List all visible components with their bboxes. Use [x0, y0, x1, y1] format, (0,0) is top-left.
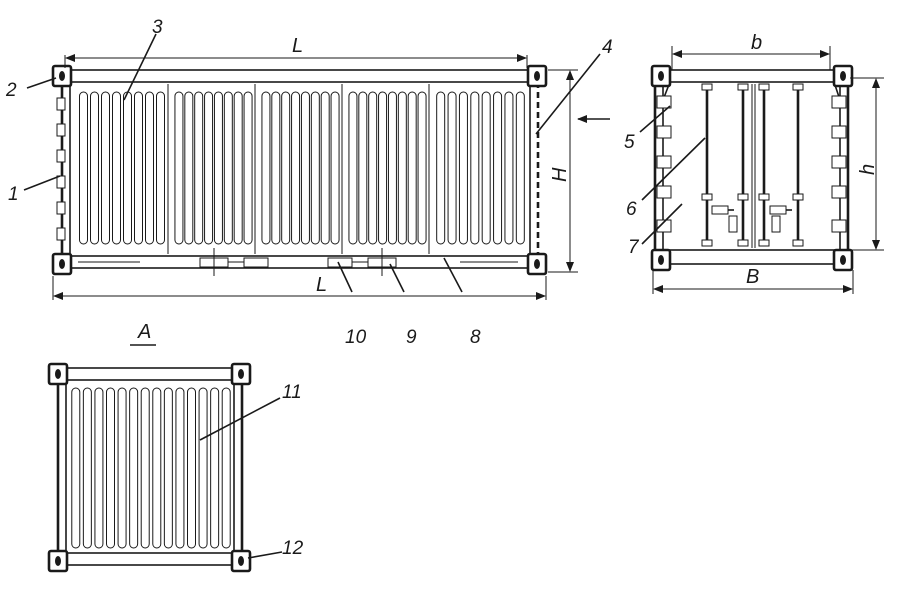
dimension-label-L-bottom: L — [316, 274, 327, 296]
callout-10: 10 — [345, 327, 367, 348]
bottom-fittings — [78, 248, 518, 276]
end-view: b h B — [650, 32, 884, 294]
roof-corrugation-slot — [82, 387, 92, 549]
callout-8: 8 — [470, 327, 481, 348]
side-corrugation-slot — [123, 91, 132, 245]
side-corrugation-slot — [174, 91, 184, 245]
side-corrugation-slot — [358, 91, 368, 245]
side-corrugation-slot — [281, 91, 291, 245]
side-corrugation-slot — [436, 91, 446, 245]
roof-corrugation-slot — [94, 387, 104, 549]
roof-corrugation-slot — [163, 387, 173, 549]
callout-12: 12 — [282, 538, 304, 559]
side-corrugation-slot — [348, 91, 358, 245]
side-corrugation-slot — [213, 91, 223, 245]
roof-corrugation-slot — [117, 387, 127, 549]
side-view: L L H — [51, 35, 610, 300]
side-corrugation-slot — [310, 91, 320, 245]
side-corrugation-slot — [330, 91, 340, 245]
side-corrugation-slot — [101, 91, 110, 245]
callout-5: 5 — [624, 132, 635, 153]
left-hinges — [56, 97, 66, 241]
callout-11: 11 — [282, 382, 302, 403]
side-corrugation-slot — [368, 91, 378, 245]
end-hinges — [656, 95, 847, 233]
side-corrugation-slot — [145, 91, 154, 245]
side-corrugation-slot — [300, 91, 310, 245]
view-label-a: A — [137, 321, 151, 343]
side-corrugation-slot — [515, 91, 525, 245]
side-corrugation-slot — [271, 91, 281, 245]
end-corner-castings — [650, 64, 854, 272]
callout-1: 1 — [8, 184, 19, 205]
side-corrugation-slot — [243, 91, 253, 245]
roof-corrugation-slot — [221, 387, 231, 549]
roof-corrugations — [71, 387, 231, 549]
side-corrugation-slot — [447, 91, 457, 245]
roof-corrugation-slot — [175, 387, 185, 549]
side-corrugation-slot — [387, 91, 397, 245]
side-corrugation-slot — [493, 91, 503, 245]
side-corrugation-slot — [112, 91, 121, 245]
side-corrugation-slot — [204, 91, 214, 245]
side-corner-castings — [51, 64, 548, 276]
view-a-roof: A — [47, 321, 252, 573]
side-corrugation-slot — [184, 91, 194, 245]
side-corrugation-slot — [378, 91, 388, 245]
callout-7: 7 — [628, 237, 640, 258]
dimension-label-B: B — [746, 266, 759, 288]
roof-corrugation-slot — [187, 387, 196, 549]
side-corrugation-slot — [134, 91, 143, 245]
side-corrugation-slot — [291, 91, 301, 245]
roof-corrugation-slot — [129, 387, 139, 549]
side-corrugation-slot — [407, 91, 417, 245]
side-corrugation-slot — [194, 91, 204, 245]
side-corrugation-slot — [223, 91, 233, 245]
side-corrugation-slot — [417, 91, 427, 245]
side-corrugation-slot — [470, 91, 480, 245]
dimension-label-h: h — [857, 164, 879, 175]
roof-corrugation-slot — [140, 387, 150, 549]
callout-numbers: 2 1 3 4 5 6 7 8 9 10 11 12 — [5, 17, 640, 559]
roof-corrugation-slot — [152, 387, 162, 549]
callout-6: 6 — [626, 199, 637, 220]
side-corrugation-slot — [320, 91, 330, 245]
side-corrugation-slot — [458, 91, 468, 245]
roof-corrugation-slot — [71, 387, 81, 549]
callout-4: 4 — [602, 37, 613, 58]
callout-9: 9 — [406, 327, 417, 348]
side-corrugation-slot — [481, 91, 491, 245]
roof-corrugation-slot — [106, 387, 115, 549]
locking-bars — [701, 83, 804, 248]
callout-3: 3 — [152, 17, 163, 38]
top-rail — [59, 69, 541, 83]
side-corrugation-slot — [156, 91, 165, 245]
dimension-label-b: b — [751, 32, 762, 54]
dimension-label-L-top: L — [292, 35, 303, 57]
callout-2: 2 — [5, 80, 17, 101]
side-corrugation-slot — [504, 91, 514, 245]
side-corrugation-slot — [261, 91, 271, 245]
side-corrugations — [79, 91, 525, 245]
roof-corner-castings — [47, 362, 252, 573]
side-corrugation-slot — [90, 91, 99, 245]
roof-corrugation-slot — [198, 387, 208, 549]
side-corrugation-slot — [397, 91, 407, 245]
roof-corrugation-slot — [210, 387, 220, 549]
callout-leaders — [23, 33, 706, 559]
side-corrugation-slot — [233, 91, 243, 245]
dimension-label-H: H — [549, 167, 571, 182]
side-corrugation-slot — [79, 91, 88, 245]
